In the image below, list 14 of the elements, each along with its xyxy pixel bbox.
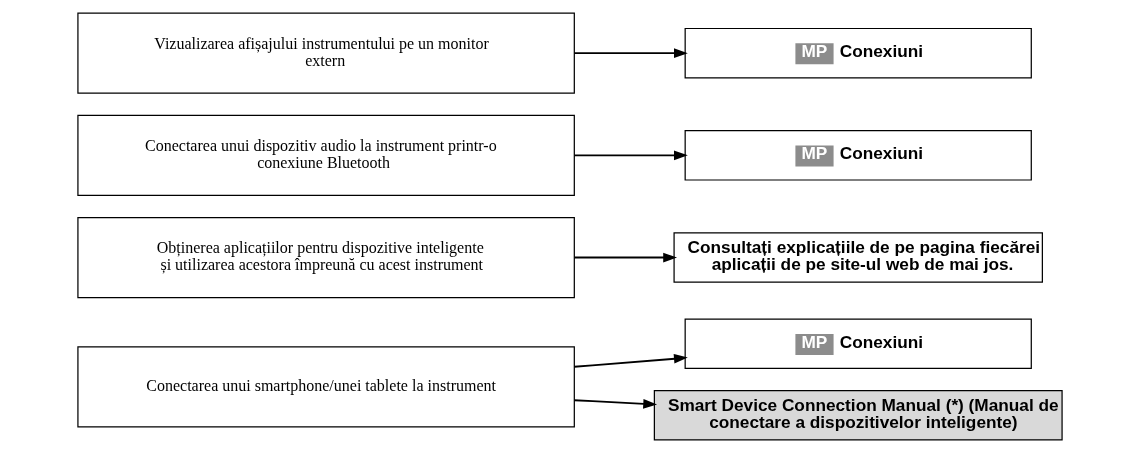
arrow	[573, 399, 658, 409]
node-box: MP Conexiuni	[684, 318, 1032, 370]
node-box: MP Conexiuni	[684, 27, 1032, 79]
arrow	[573, 353, 688, 368]
node-box: Conectarea unui dispozitiv audio la instrument printr-o conexiune Bluetooth	[77, 114, 575, 196]
node-box: Obținerea aplicațiilor pentru dispozitive inteligente și utilizarea acestora împreună cu acest instrument	[77, 216, 575, 299]
node-box: Conectarea unui smartphone/unei tablete la instrument	[77, 346, 575, 428]
node-box: Smart Device Connection Manual (*) (Manual de conectare a dispozitivelor inteligente)	[653, 390, 1063, 441]
arrow	[573, 150, 688, 161]
arrow	[573, 252, 677, 263]
arrow	[573, 48, 688, 58]
node-box: MP Conexiuni	[684, 130, 1032, 181]
node-box: Consultați explicațiile de pe pagina fiecărei aplicații de pe site-ul web de mai jos.	[673, 232, 1043, 283]
node-box: Vizualizarea afișajului instrumentului pe un monitor extern	[77, 12, 575, 94]
